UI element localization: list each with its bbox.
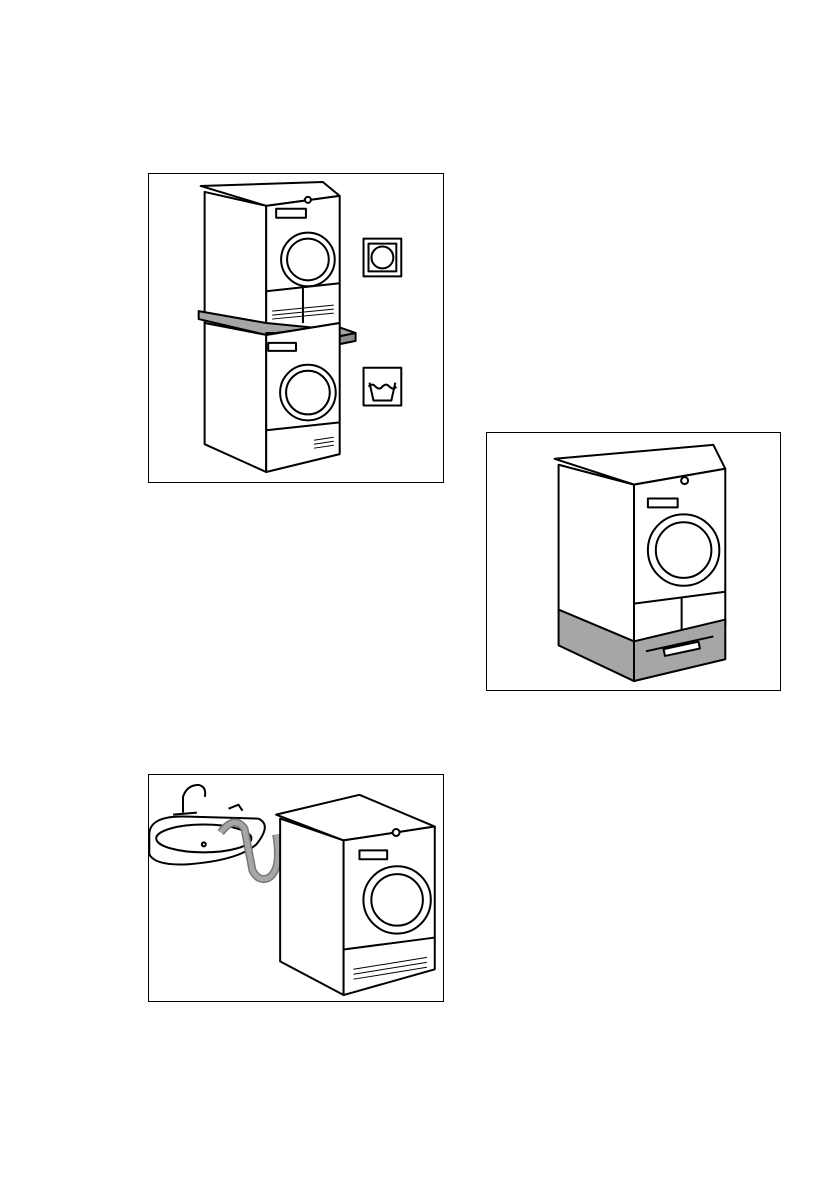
drain-hose-illustration [149,775,443,1001]
dryer-appliance [555,445,726,641]
dryer-drain-to-sink-figure [148,774,444,1002]
tumble-dryer-symbol-icon [364,239,402,277]
stacking-kit-illustration [149,174,443,482]
washing-machine-symbol-icon [364,368,402,406]
washing-machine-appliance [205,323,340,472]
dryer-on-plinth-illustration [487,433,780,690]
dryer-on-plinth-figure [486,432,781,691]
dryer-appliance [201,182,340,335]
dryer-appliance [276,795,435,995]
stacking-kit-figure [148,173,444,483]
